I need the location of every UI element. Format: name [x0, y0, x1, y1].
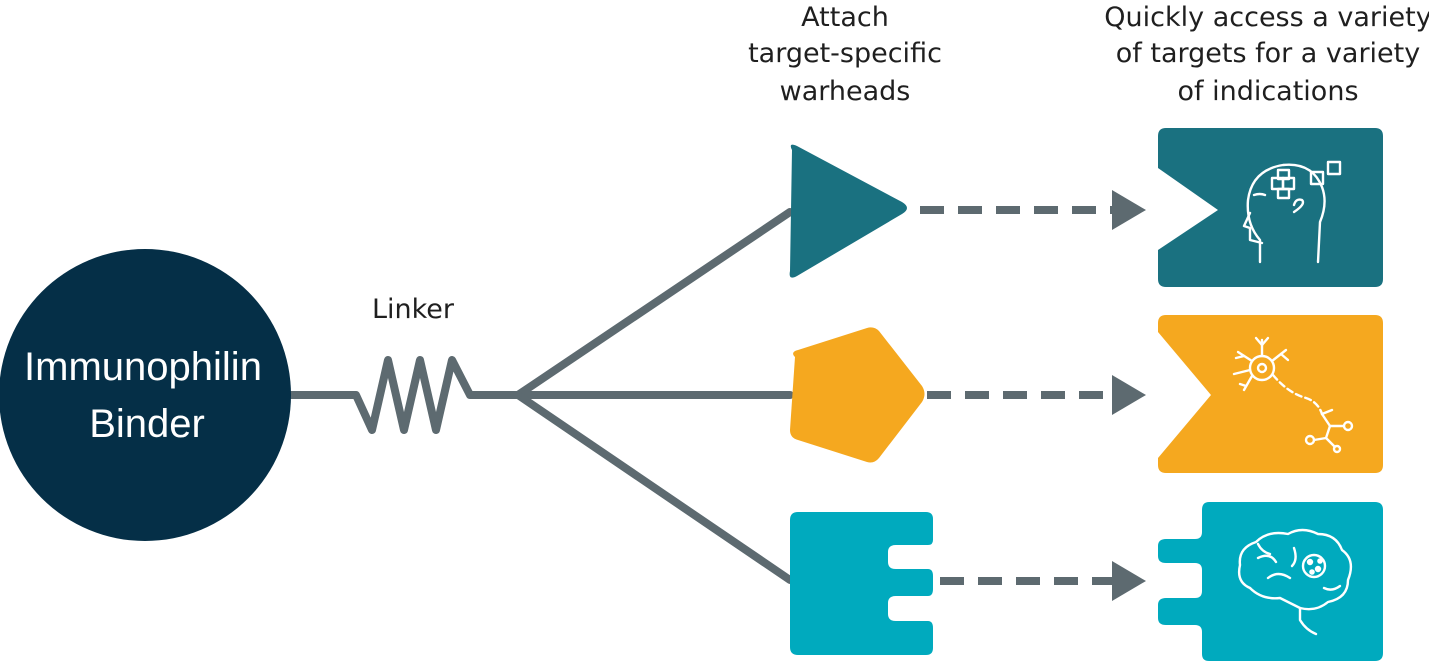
dashed-arrows: [920, 190, 1146, 601]
warhead-pentagon: [790, 327, 925, 463]
targets-caption-line2: of targets for a variety: [1116, 38, 1421, 69]
head-with-squares-icon: [1242, 160, 1342, 264]
branch-lines: [514, 208, 794, 584]
brain-icon: [1237, 528, 1353, 636]
warheads-caption: Attach target-specific warheads: [748, 2, 942, 107]
dashed-arrow-bottom: [940, 561, 1146, 601]
target-socket-cyan: [1158, 502, 1383, 661]
target-socket-teal: [1158, 128, 1383, 287]
warhead-notched-rect: [790, 512, 933, 655]
warheads-caption-line2: target-specific: [748, 38, 942, 69]
linker-label: Linker: [372, 294, 455, 325]
targets-caption: Quickly access a variety of targets for …: [1104, 2, 1429, 107]
targets-caption-line3: of indications: [1177, 76, 1358, 107]
binder-label-line2: Binder: [89, 402, 205, 446]
linker-zigzag: [286, 356, 522, 434]
dashed-arrow-top: [920, 190, 1146, 230]
binder-label-line1: Immunophilin: [24, 345, 262, 389]
binder-circle: [0, 249, 291, 541]
neuron-icon: [1232, 336, 1354, 454]
targets-caption-line1: Quickly access a variety: [1104, 2, 1429, 33]
warheads-caption-line3: warheads: [780, 76, 911, 107]
target-socket-orange: [1158, 315, 1383, 473]
branch-line-top: [514, 208, 794, 399]
dashed-arrow-middle: [927, 375, 1146, 415]
branch-line-bottom: [514, 391, 794, 584]
warheads-caption-line1: Attach: [801, 2, 889, 33]
warhead-triangle: [789, 144, 907, 278]
